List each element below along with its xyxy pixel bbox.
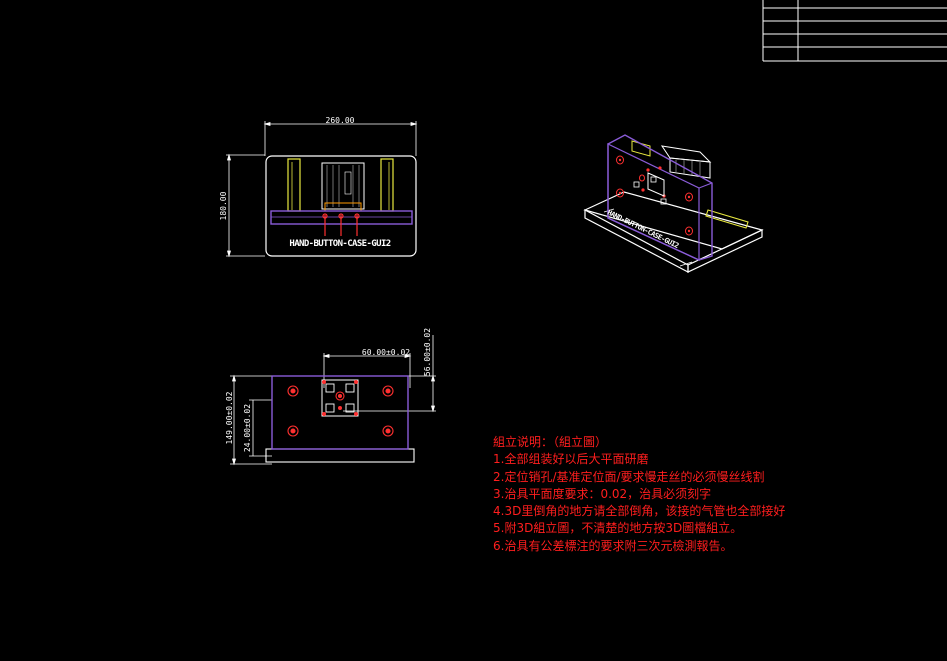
front-cylinder: [321, 162, 365, 210]
iso-engraving: HAND-BUTTON-CASE-GUI2: [606, 209, 680, 251]
top-view: 60.00±0.02 56.00±0.02 149.00±0.02 24.00±…: [225, 328, 436, 466]
top-view-dimensions: [230, 335, 436, 466]
note-item: 5.附3D組立圖，不清楚的地方按3D圖檔組立。: [493, 521, 743, 536]
assembly-notes: 組立说明：（組立圖） 1.全部组装好以后大平面研磨 2.定位销孔/基准定位面/要…: [493, 434, 785, 555]
iso-view: HAND-BUTTON-CASE-GUI2: [583, 134, 764, 273]
front-base-plate: [265, 155, 417, 257]
notes-title: 組立说明：（組立圖）: [493, 435, 608, 449]
front-left-clamp: [287, 158, 301, 212]
front-width-label: 260.00: [326, 116, 355, 125]
pin-spacing-label: 60.00±0.02: [362, 348, 410, 357]
note-item: 1.全部组装好以后大平面研磨: [493, 452, 649, 467]
iso-screw-holes: [616, 155, 693, 236]
top-locating-plate: [271, 375, 409, 450]
front-height-label: 180.00: [219, 191, 228, 220]
title-block: [762, 0, 947, 62]
pin-offset-label: 56.00±0.02: [423, 328, 432, 376]
top-screw-holes: [287, 385, 394, 437]
note-item: 2.定位销孔/基准定位面/要求慢走丝的必须慢丝线割: [493, 469, 765, 484]
top-center-block: [321, 379, 359, 417]
front-locating-pins: [322, 213, 360, 236]
note-item: 6.治具有公差標注的要求附三次元檢測報告。: [493, 538, 733, 553]
note-item: 3.治具平面度要求：0.02，治具必须刻字: [493, 486, 712, 501]
front-view-dimensions: [226, 121, 418, 258]
note-item: 4.3D里倒角的地方请全部倒角，该接的气管也全部接好: [493, 504, 786, 519]
top-height-label: 149.00±0.02: [225, 391, 234, 444]
front-engraving: HAND-BUTTON-CASE-GUI2: [289, 239, 390, 249]
iso-clamp: [705, 209, 749, 229]
top-inner-label: 24.00±0.02: [243, 404, 252, 452]
front-right-clamp: [380, 158, 394, 212]
top-base-plate: [265, 448, 415, 463]
front-view: 260.00 180.00: [219, 116, 418, 258]
